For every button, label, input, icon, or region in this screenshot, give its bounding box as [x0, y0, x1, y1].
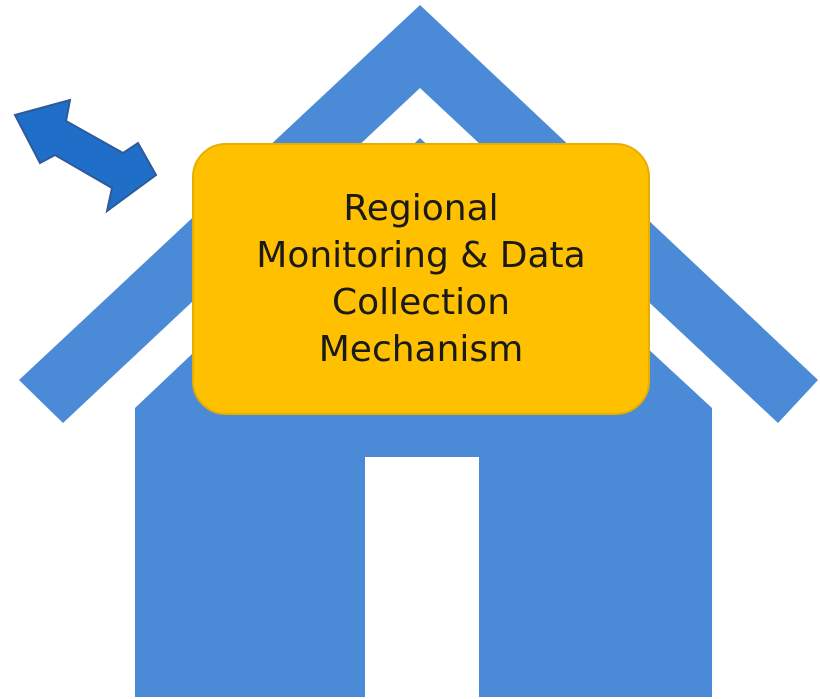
label-line-4: Mechanism — [318, 329, 524, 370]
mechanism-label-box: Regional Monitoring & Data Collection Me… — [192, 143, 650, 415]
label-line-3: Collection — [331, 282, 511, 323]
double-headed-arrow-icon — [13, 98, 158, 214]
label-line-1: Regional — [343, 188, 499, 229]
house-roof — [19, 5, 818, 423]
label-line-2: Monitoring & Data — [256, 235, 586, 276]
double-headed-arrow — [13, 98, 158, 214]
mechanism-label: Regional Monitoring & Data Collection Me… — [256, 185, 585, 373]
house-door — [365, 457, 479, 699]
